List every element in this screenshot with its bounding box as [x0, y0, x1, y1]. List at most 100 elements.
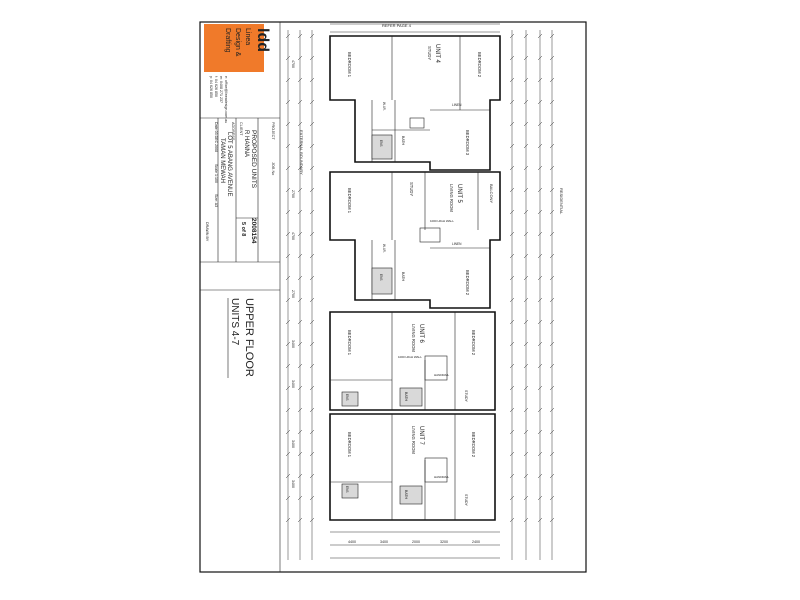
dimension-tick — [537, 407, 543, 413]
dim-bottom-1: 4400 — [348, 540, 356, 544]
dimension-tick — [537, 319, 543, 325]
dimension-tick — [537, 187, 543, 193]
dimension-tick — [549, 253, 555, 259]
dim-left-3: 4700 — [291, 232, 295, 240]
dimension-tick — [297, 165, 303, 171]
boundary-right-label: RESIDENTIAL — [559, 188, 564, 215]
dim-left-8: 3400 — [291, 480, 295, 488]
dimension-tick — [509, 187, 515, 193]
u5-ens: ENS — [379, 274, 383, 281]
dim-bottom-4: 3200 — [440, 540, 448, 544]
u6-living: LIVING ROOM — [411, 324, 416, 352]
contact-4: e: office@lineadesign.com.au — [224, 76, 228, 123]
dimension-tick — [509, 429, 515, 435]
dimension-tick — [523, 297, 529, 303]
dim-bottom-3: 2000 — [412, 540, 420, 544]
dimension-tick — [297, 55, 303, 61]
u7-bedroom1: BEDROOM 1 — [347, 432, 352, 458]
dimension-tick — [309, 187, 315, 193]
dimension-tick — [309, 451, 315, 457]
dimension-tick — [285, 319, 291, 325]
dimension-tick — [537, 473, 543, 479]
dimension-tick — [309, 99, 315, 105]
dimension-tick — [537, 165, 543, 171]
dimension-tick — [537, 33, 543, 39]
dimension-tick — [297, 341, 303, 347]
dimension-tick — [537, 99, 543, 105]
dimension-tick — [549, 33, 555, 39]
unit-5-plan: BEDROOM 1 STUDY UNIT 5 LIVING ROOM BALCO… — [329, 171, 501, 309]
dimension-tick — [297, 143, 303, 149]
dimension-tick — [523, 385, 529, 391]
dim-left-5: 3400 — [291, 340, 295, 348]
dimension-tick — [285, 341, 291, 347]
sheet-number: 5 of 8 — [240, 222, 246, 236]
date-label: Date 03 DEC 2008 — [214, 122, 218, 152]
u5-living: LIVING ROOM — [449, 184, 454, 212]
dimension-tick — [297, 253, 303, 259]
dimension-tick — [509, 253, 515, 259]
dimension-tick — [297, 319, 303, 325]
dimension-tick — [309, 429, 315, 435]
unit-6-plan: BEDROOM 1 UNIT 6 LIVING ROOM BEDROOM 2 S… — [329, 311, 496, 411]
dimension-tick — [537, 341, 543, 347]
u6-high-wall-note: 1000 HIGH WALL — [398, 355, 422, 359]
dimension-tick — [549, 451, 555, 457]
dimension-lines-left — [285, 30, 315, 560]
dimension-tick — [297, 473, 303, 479]
dimension-tick — [285, 99, 291, 105]
company-name-1: Linea — [244, 28, 251, 45]
u5-bedroom1: BEDROOM 1 — [347, 188, 352, 214]
u4-bath: BATH — [401, 136, 405, 146]
dimension-tick — [537, 451, 543, 457]
contact-2: f: 04 626 850 — [214, 76, 218, 97]
dimension-tick — [523, 33, 529, 39]
dimension-tick — [549, 473, 555, 479]
dimension-tick — [537, 275, 543, 281]
dimension-tick — [285, 209, 291, 215]
dimension-lines-right — [509, 30, 555, 560]
size-label: Size: A3 — [214, 194, 218, 207]
u4-linen: LINEN — [452, 103, 462, 107]
company-logo — [204, 24, 264, 72]
dimension-tick — [549, 319, 555, 325]
u4-bedroom3: BEDROOM 3 — [465, 130, 470, 156]
u7-living: LIVING ROOM — [411, 426, 416, 454]
dimension-tick — [309, 363, 315, 369]
dimension-tick — [509, 121, 515, 127]
dimension-tick — [509, 473, 515, 479]
dimension-tick — [309, 319, 315, 325]
address-line-1: LOT 5 ABANG AVENUE — [226, 132, 232, 196]
u4-study: STUDY — [427, 46, 432, 60]
dimension-tick — [309, 121, 315, 127]
dim-left-6: 3400 — [291, 380, 295, 388]
dimension-tick — [523, 275, 529, 281]
drawing-subtitle: UNITS 4-7 — [229, 298, 240, 346]
dimension-tick — [537, 517, 543, 523]
u7-unit-label: UNIT 7 — [418, 426, 424, 446]
logo-letters: ldd — [254, 28, 271, 52]
dimension-tick — [297, 275, 303, 281]
dimension-tick — [297, 517, 303, 523]
dimension-tick — [523, 143, 529, 149]
dimension-tick — [509, 231, 515, 237]
dimension-tick — [309, 55, 315, 61]
dimension-tick — [509, 297, 515, 303]
dimension-tick — [549, 77, 555, 83]
dimension-tick — [309, 473, 315, 479]
dimension-tick — [285, 297, 291, 303]
dimension-tick — [523, 209, 529, 215]
dimension-tick — [537, 121, 543, 127]
dimension-tick — [523, 495, 529, 501]
dimension-tick — [297, 187, 303, 193]
u5-linen: LINEN — [452, 242, 462, 246]
u6-handrail-note: HANDRAIL — [434, 373, 450, 377]
dimension-tick — [523, 165, 529, 171]
drawing-title-group: UPPER FLOOR UNITS 4-7 — [227, 298, 255, 378]
u7-ens: ENS — [345, 486, 349, 493]
client-name: R HANNA — [243, 130, 249, 157]
dimension-tick — [297, 121, 303, 127]
u4-ens: ENS — [379, 140, 383, 147]
dimension-tick — [297, 231, 303, 237]
dimension-tick — [523, 253, 529, 259]
